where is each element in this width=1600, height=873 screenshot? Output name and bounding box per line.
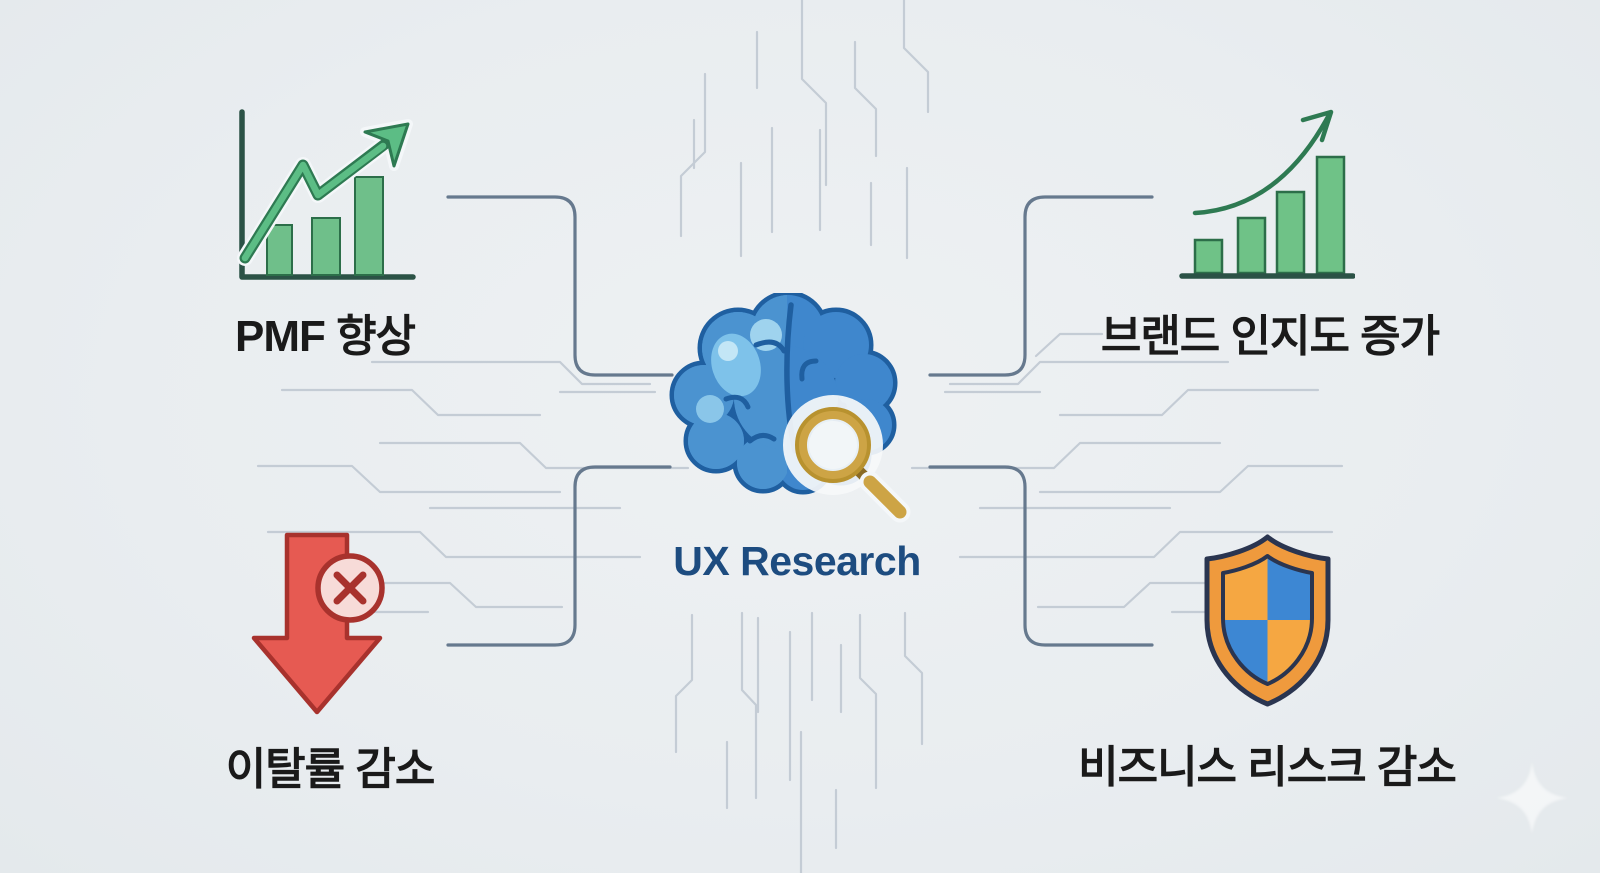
connector-top-right <box>928 195 1154 377</box>
magnifier <box>783 395 911 523</box>
brain-magnifier-icon <box>669 293 911 523</box>
arrow-head <box>363 122 410 168</box>
benefit-label-risk: 비즈니스 리스크 감소 <box>1078 743 1457 792</box>
benefit-label-pmf: PMF 향상 <box>234 312 416 361</box>
rising-bar-chart-icon <box>1179 109 1355 279</box>
x-mark <box>333 571 367 605</box>
benefit-label-brand: 브랜드 인지도 증가 <box>1100 312 1440 361</box>
curve-arrow-head <box>1300 109 1334 143</box>
down-arrow-error-icon <box>251 532 385 715</box>
circuit-traces-top <box>679 0 930 260</box>
connector-bottom-right <box>928 465 1154 647</box>
benefit-label-churn: 이탈률 감소 <box>225 745 436 794</box>
growth-curve <box>1192 110 1333 216</box>
chart-bars <box>1193 155 1346 275</box>
security-shield-icon <box>1204 534 1331 707</box>
magnifier-lens <box>809 421 857 469</box>
center-title: UX Research <box>673 538 921 584</box>
error-badge <box>315 553 385 623</box>
circuit-traces-right <box>910 332 1344 614</box>
chart-axis <box>239 109 416 280</box>
connector-top-left <box>446 195 674 377</box>
chart-bars <box>266 176 384 276</box>
connector-bottom-left <box>446 465 672 647</box>
magnifier-handle <box>863 475 907 519</box>
shield-quadrants <box>1223 556 1312 684</box>
circuit-traces-bottom <box>674 611 924 873</box>
sparkle-icon <box>1496 762 1568 834</box>
growth-line-chart-icon <box>237 109 416 280</box>
brain-highlights <box>696 319 782 423</box>
node-connectors <box>446 195 1154 647</box>
down-arrow <box>251 532 383 715</box>
